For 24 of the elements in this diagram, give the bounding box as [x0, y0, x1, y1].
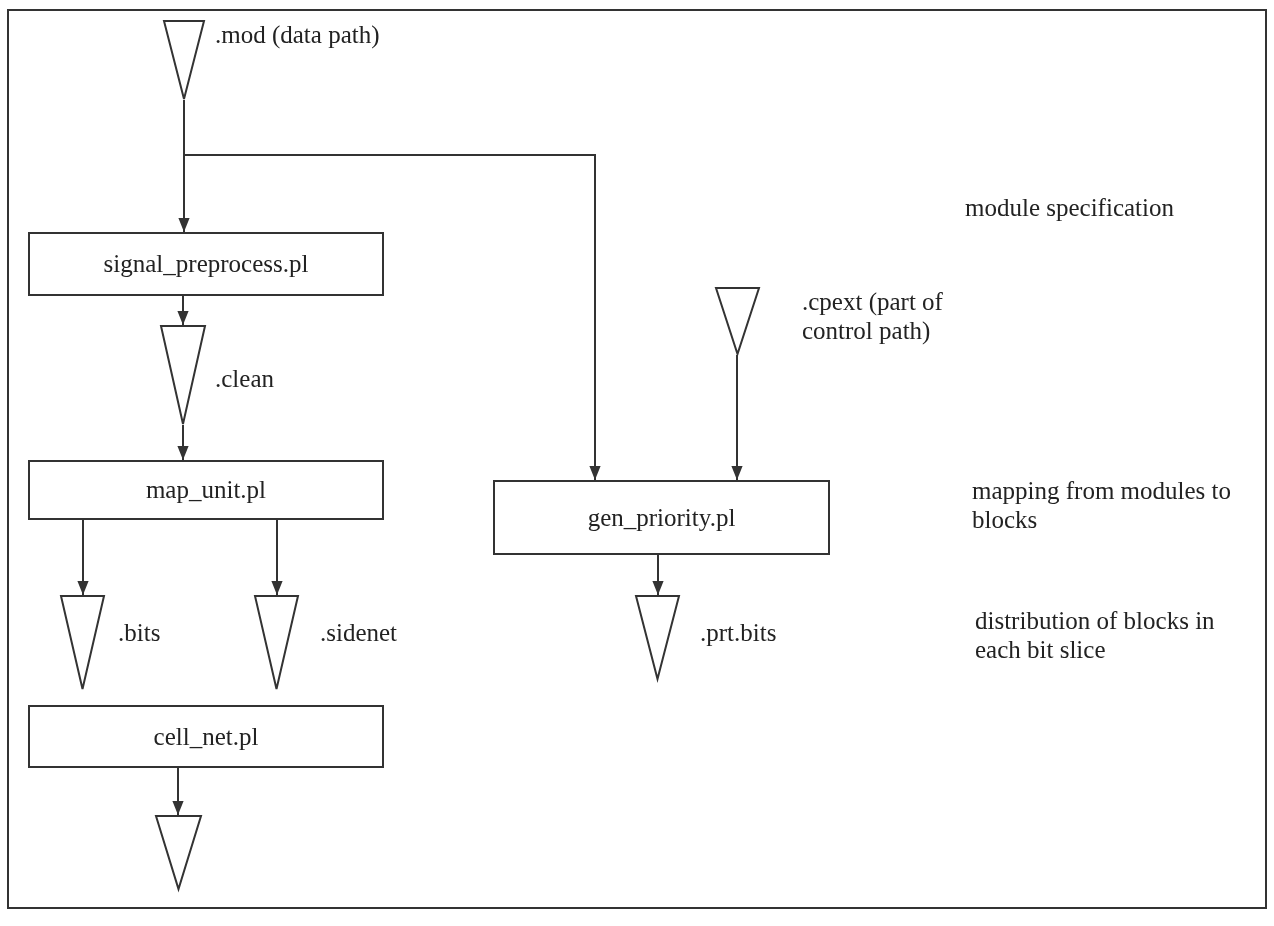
process-box	[28, 460, 384, 520]
arrow	[172, 767, 184, 816]
script-name: gen_priority.pl	[587, 503, 736, 532]
script-name: cell_net.pl	[153, 722, 259, 751]
file-label: .bits	[118, 618, 162, 647]
script-name: signal_preprocess.pl	[103, 250, 309, 278]
arrow	[652, 554, 664, 596]
file-label: .sidenet	[320, 618, 399, 647]
arrow	[731, 354, 743, 481]
process-box	[28, 232, 384, 296]
stage-note: distribution of blocks in each bit slice	[975, 606, 1216, 664]
arrow	[271, 519, 283, 596]
file-label: .clean	[215, 364, 275, 393]
arrow	[177, 424, 189, 461]
arrow	[77, 519, 89, 596]
file-label: .prt.bits	[700, 618, 778, 647]
process-box	[28, 705, 384, 768]
arrow	[177, 295, 189, 326]
stage-note: module specification	[965, 193, 1175, 222]
stage-note: mapping from modules to blocks	[972, 476, 1232, 534]
file-label: .cpext (part of control path)	[802, 287, 944, 345]
process-box	[493, 480, 830, 555]
script-name: map_unit.pl	[145, 476, 267, 504]
file-label: .mod (data path)	[215, 20, 381, 49]
